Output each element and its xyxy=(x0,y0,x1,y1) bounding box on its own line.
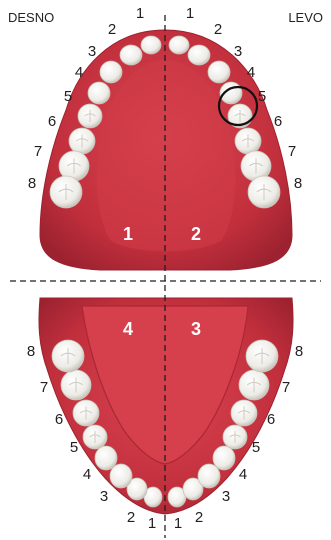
tooth-number-lower-left-1: 1 xyxy=(174,515,182,532)
tooth-number-lower-right-7: 7 xyxy=(40,379,48,396)
tooth-number-lower-right-5: 5 xyxy=(70,439,78,456)
tooth-number-lower-left-2: 2 xyxy=(195,509,203,526)
quadrant-3-label: 3 xyxy=(191,319,201,339)
tooth-number-lower-right-4: 4 xyxy=(83,466,91,483)
tooth-number-lower-left-5: 5 xyxy=(252,439,260,456)
tooth-number-upper-right-3: 3 xyxy=(88,43,96,60)
tooth-number-upper-right-4: 4 xyxy=(75,64,83,81)
tooth-upper-right-4 xyxy=(88,82,110,104)
tooth-number-lower-right-1: 1 xyxy=(148,515,156,532)
tooth-number-upper-right-6: 6 xyxy=(48,113,56,130)
tooth-lower-left-8 xyxy=(246,340,278,372)
tooth-lower-left-4 xyxy=(213,446,235,470)
tooth-number-lower-right-8: 8 xyxy=(27,343,35,360)
tooth-number-lower-left-6: 6 xyxy=(267,411,275,428)
tooth-number-upper-left-1: 1 xyxy=(186,5,194,22)
tooth-number-upper-left-6: 6 xyxy=(274,113,282,130)
tooth-number-lower-left-8: 8 xyxy=(295,343,303,360)
tooth-upper-right-2 xyxy=(120,45,142,65)
tooth-number-upper-left-3: 3 xyxy=(234,43,242,60)
tooth-number-lower-right-6: 6 xyxy=(55,411,63,428)
tooth-number-upper-right-1: 1 xyxy=(136,5,144,22)
tooth-lower-left-6 xyxy=(231,400,257,426)
quadrant-1-label: 1 xyxy=(123,224,133,244)
tooth-upper-left-6 xyxy=(235,128,261,154)
tooth-upper-left-3 xyxy=(208,61,230,83)
tooth-number-upper-left-4: 4 xyxy=(247,64,255,81)
tooth-number-upper-right-5: 5 xyxy=(64,88,72,105)
tooth-number-lower-left-3: 3 xyxy=(222,488,230,505)
tooth-upper-right-5 xyxy=(78,104,102,128)
tooth-lower-left-7 xyxy=(239,370,269,400)
tooth-lower-left-3 xyxy=(198,464,220,488)
tooth-upper-right-6 xyxy=(69,128,95,154)
tooth-upper-left-2 xyxy=(188,45,210,65)
quadrant-4-label: 4 xyxy=(123,319,133,339)
quadrant-2-label: 2 xyxy=(191,224,201,244)
tooth-upper-left-8 xyxy=(248,176,280,208)
tooth-upper-left-1 xyxy=(169,36,189,54)
tooth-lower-right-7 xyxy=(61,370,91,400)
tooth-number-upper-left-8: 8 xyxy=(294,175,302,192)
tooth-upper-right-1 xyxy=(141,36,161,54)
tooth-lower-right-4 xyxy=(95,446,117,470)
tooth-number-upper-right-8: 8 xyxy=(28,175,36,192)
tooth-number-upper-left-5: 5 xyxy=(258,88,266,105)
tooth-upper-right-3 xyxy=(100,61,122,83)
tooth-number-lower-right-2: 2 xyxy=(127,509,135,526)
tooth-number-lower-left-7: 7 xyxy=(282,379,290,396)
tooth-lower-left-5 xyxy=(223,425,247,449)
tooth-number-lower-right-3: 3 xyxy=(100,488,108,505)
tooth-lower-right-8 xyxy=(52,340,84,372)
tooth-number-upper-right-2: 2 xyxy=(108,21,116,38)
tooth-number-lower-left-4: 4 xyxy=(239,466,247,483)
tooth-upper-right-8 xyxy=(50,176,82,208)
tooth-number-upper-right-7: 7 xyxy=(34,143,42,160)
tooth-number-upper-left-2: 2 xyxy=(214,21,222,38)
tooth-lower-right-6 xyxy=(73,400,99,426)
tooth-number-upper-left-7: 7 xyxy=(288,143,296,160)
tooth-lower-right-5 xyxy=(83,425,107,449)
tooth-lower-right-3 xyxy=(110,464,132,488)
